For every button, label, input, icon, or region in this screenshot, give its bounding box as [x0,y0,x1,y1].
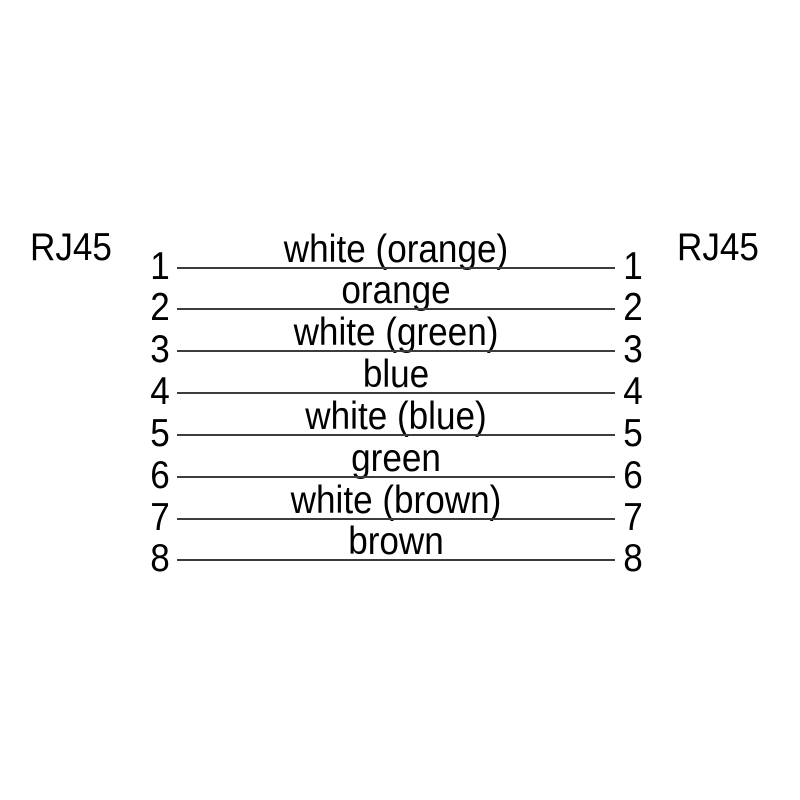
left-pin-number: 8 [150,537,170,581]
wire-line [177,559,615,562]
left-pin-number: 4 [150,370,170,414]
right-pin-number: 6 [623,453,643,497]
wire-line [177,350,615,353]
right-pin-number: 1 [623,244,643,288]
right-pin-number: 3 [623,328,643,372]
left-pin-number: 2 [150,286,170,330]
wire-line [177,308,615,311]
wire-color-label: white (orange) [283,227,509,271]
wire-color-label: blue [362,353,430,397]
left-connector-label: RJ45 [30,226,112,269]
wire-color-label: green [351,436,441,480]
right-pin-number: 7 [623,495,643,539]
right-pin-number: 5 [623,411,643,455]
left-pin-number: 5 [150,411,170,455]
wire-line [177,517,615,520]
left-pin-number: 3 [150,328,170,372]
wire-color-label: white (brown) [290,478,502,522]
wire-color-label: white (green) [293,311,499,355]
left-pin-number: 1 [150,244,170,288]
wire-color-label: white (blue) [305,394,487,438]
wire-line [177,392,615,395]
left-pin-number: 6 [150,453,170,497]
right-pin-number: 2 [623,286,643,330]
wire-color-label: brown [348,520,444,564]
right-pin-number: 4 [623,370,643,414]
wire-line [177,433,615,436]
right-pin-number: 8 [623,537,643,581]
wire-line [177,475,615,478]
wire-color-label: orange [341,269,451,313]
right-connector-label: RJ45 [677,226,759,269]
left-pin-number: 7 [150,495,170,539]
wire-line [177,266,615,269]
